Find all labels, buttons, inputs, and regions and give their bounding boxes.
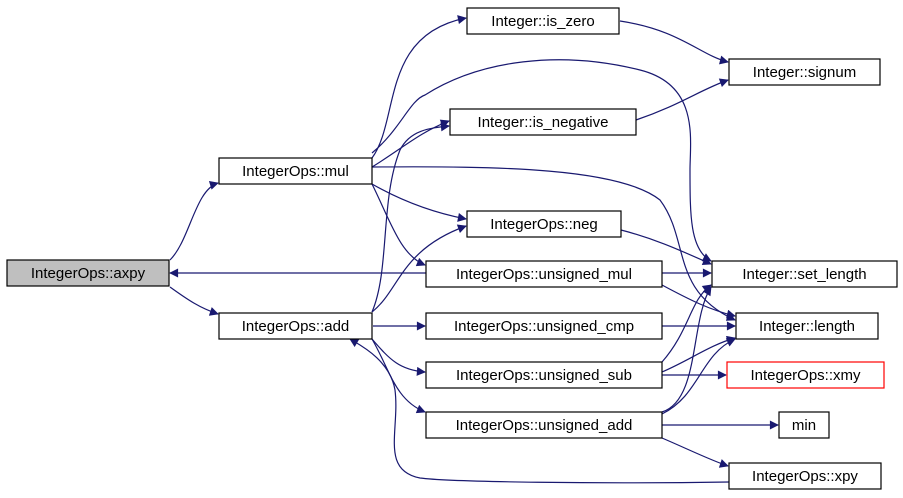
edge-unsigned_add-to-length [661, 338, 736, 415]
node-axpy[interactable]: IntegerOps::axpy [6, 259, 170, 287]
edge-is_negative-to-signum [635, 78, 729, 121]
edge-unsigned_sub-to-length [661, 335, 736, 373]
node-label: IntegerOps::mul [242, 163, 349, 180]
node-box [726, 361, 885, 389]
edge-mul-to-unsigned_mul [371, 183, 426, 267]
edge-add-to-unsigned_sub [371, 338, 426, 376]
node-box [218, 312, 373, 340]
edge-axpy-to-mul [169, 181, 219, 261]
node-label: Integer::is_negative [478, 114, 609, 131]
node-label: IntegerOps::add [242, 318, 350, 335]
node-set-length[interactable]: Integer::set_length [711, 260, 898, 288]
node-box [425, 411, 663, 439]
node-xpy[interactable]: IntegerOps::xpy [728, 462, 882, 490]
node-neg[interactable]: IntegerOps::neg [466, 210, 622, 238]
node-label: IntegerOps::unsigned_cmp [454, 318, 634, 335]
edges-layer [169, 15, 779, 484]
node-label: IntegerOps::axpy [31, 265, 146, 282]
node-label: IntegerOps::neg [490, 216, 598, 233]
edge-unsigned_mul-to-length [661, 284, 736, 319]
node-box [425, 312, 663, 340]
node-box [6, 259, 170, 287]
edge-axpy-to-add [169, 286, 219, 316]
node-box [466, 7, 620, 35]
node-unsigned-cmp[interactable]: IntegerOps::unsigned_cmp [425, 312, 663, 340]
node-box [778, 411, 830, 439]
node-label: IntegerOps::unsigned_mul [456, 266, 632, 283]
node-is-negative[interactable]: Integer::is_negative [449, 108, 637, 136]
nodes-layer: IntegerOps::axpy IntegerOps::mulIntegerOp… [6, 7, 898, 490]
node-label: Integer::length [759, 318, 855, 335]
edge-neg-to-set_length [620, 229, 712, 265]
node-box [466, 210, 622, 238]
node-label: min [792, 417, 816, 434]
node-label: IntegerOps::xmy [750, 367, 861, 384]
node-box [425, 260, 663, 288]
node-mul[interactable]: IntegerOps::mul [218, 157, 373, 185]
node-min[interactable]: min [778, 411, 830, 439]
node-label: IntegerOps::xpy [752, 468, 858, 485]
edge-unsigned_sub-to-set_length [661, 284, 712, 363]
node-add[interactable]: IntegerOps::add [218, 312, 373, 340]
edge-xpy-to-add [349, 338, 730, 484]
edge-add-to-neg [371, 224, 467, 313]
edge-mul-to-set_length [371, 59, 712, 262]
node-is-zero[interactable]: Integer::is_zero [466, 7, 620, 35]
edge-mul-to-is_zero [371, 15, 467, 159]
node-signum[interactable]: Integer::signum [728, 58, 881, 86]
edge-unsigned_add-to-xpy [661, 437, 729, 468]
node-box [728, 462, 882, 490]
node-label: IntegerOps::unsigned_add [456, 417, 633, 434]
edge-add-to-is_negative [371, 122, 450, 313]
edge-mul-to-neg [371, 183, 467, 222]
edge-unsigned_add-to-set_length [661, 286, 712, 413]
node-length[interactable]: Integer::length [735, 312, 879, 340]
node-box [449, 108, 637, 136]
node-label: IntegerOps::unsigned_sub [456, 367, 632, 384]
node-xmy[interactable]: IntegerOps::xmy [726, 361, 885, 389]
edge-add-to-unsigned_add [371, 338, 426, 414]
node-label: Integer::set_length [742, 266, 866, 283]
node-box [711, 260, 898, 288]
node-label: Integer::is_zero [491, 13, 594, 30]
edge-is_zero-to-signum [619, 20, 729, 65]
node-label: Integer::signum [753, 64, 856, 81]
node-unsigned-sub[interactable]: IntegerOps::unsigned_sub [425, 361, 663, 389]
node-box [735, 312, 879, 340]
node-box [425, 361, 663, 389]
node-unsigned-mul[interactable]: IntegerOps::unsigned_mul [425, 260, 663, 288]
node-box [728, 58, 881, 86]
node-box [218, 157, 373, 185]
edge-mul-to-length [371, 166, 736, 321]
node-unsigned-add[interactable]: IntegerOps::unsigned_add [425, 411, 663, 439]
